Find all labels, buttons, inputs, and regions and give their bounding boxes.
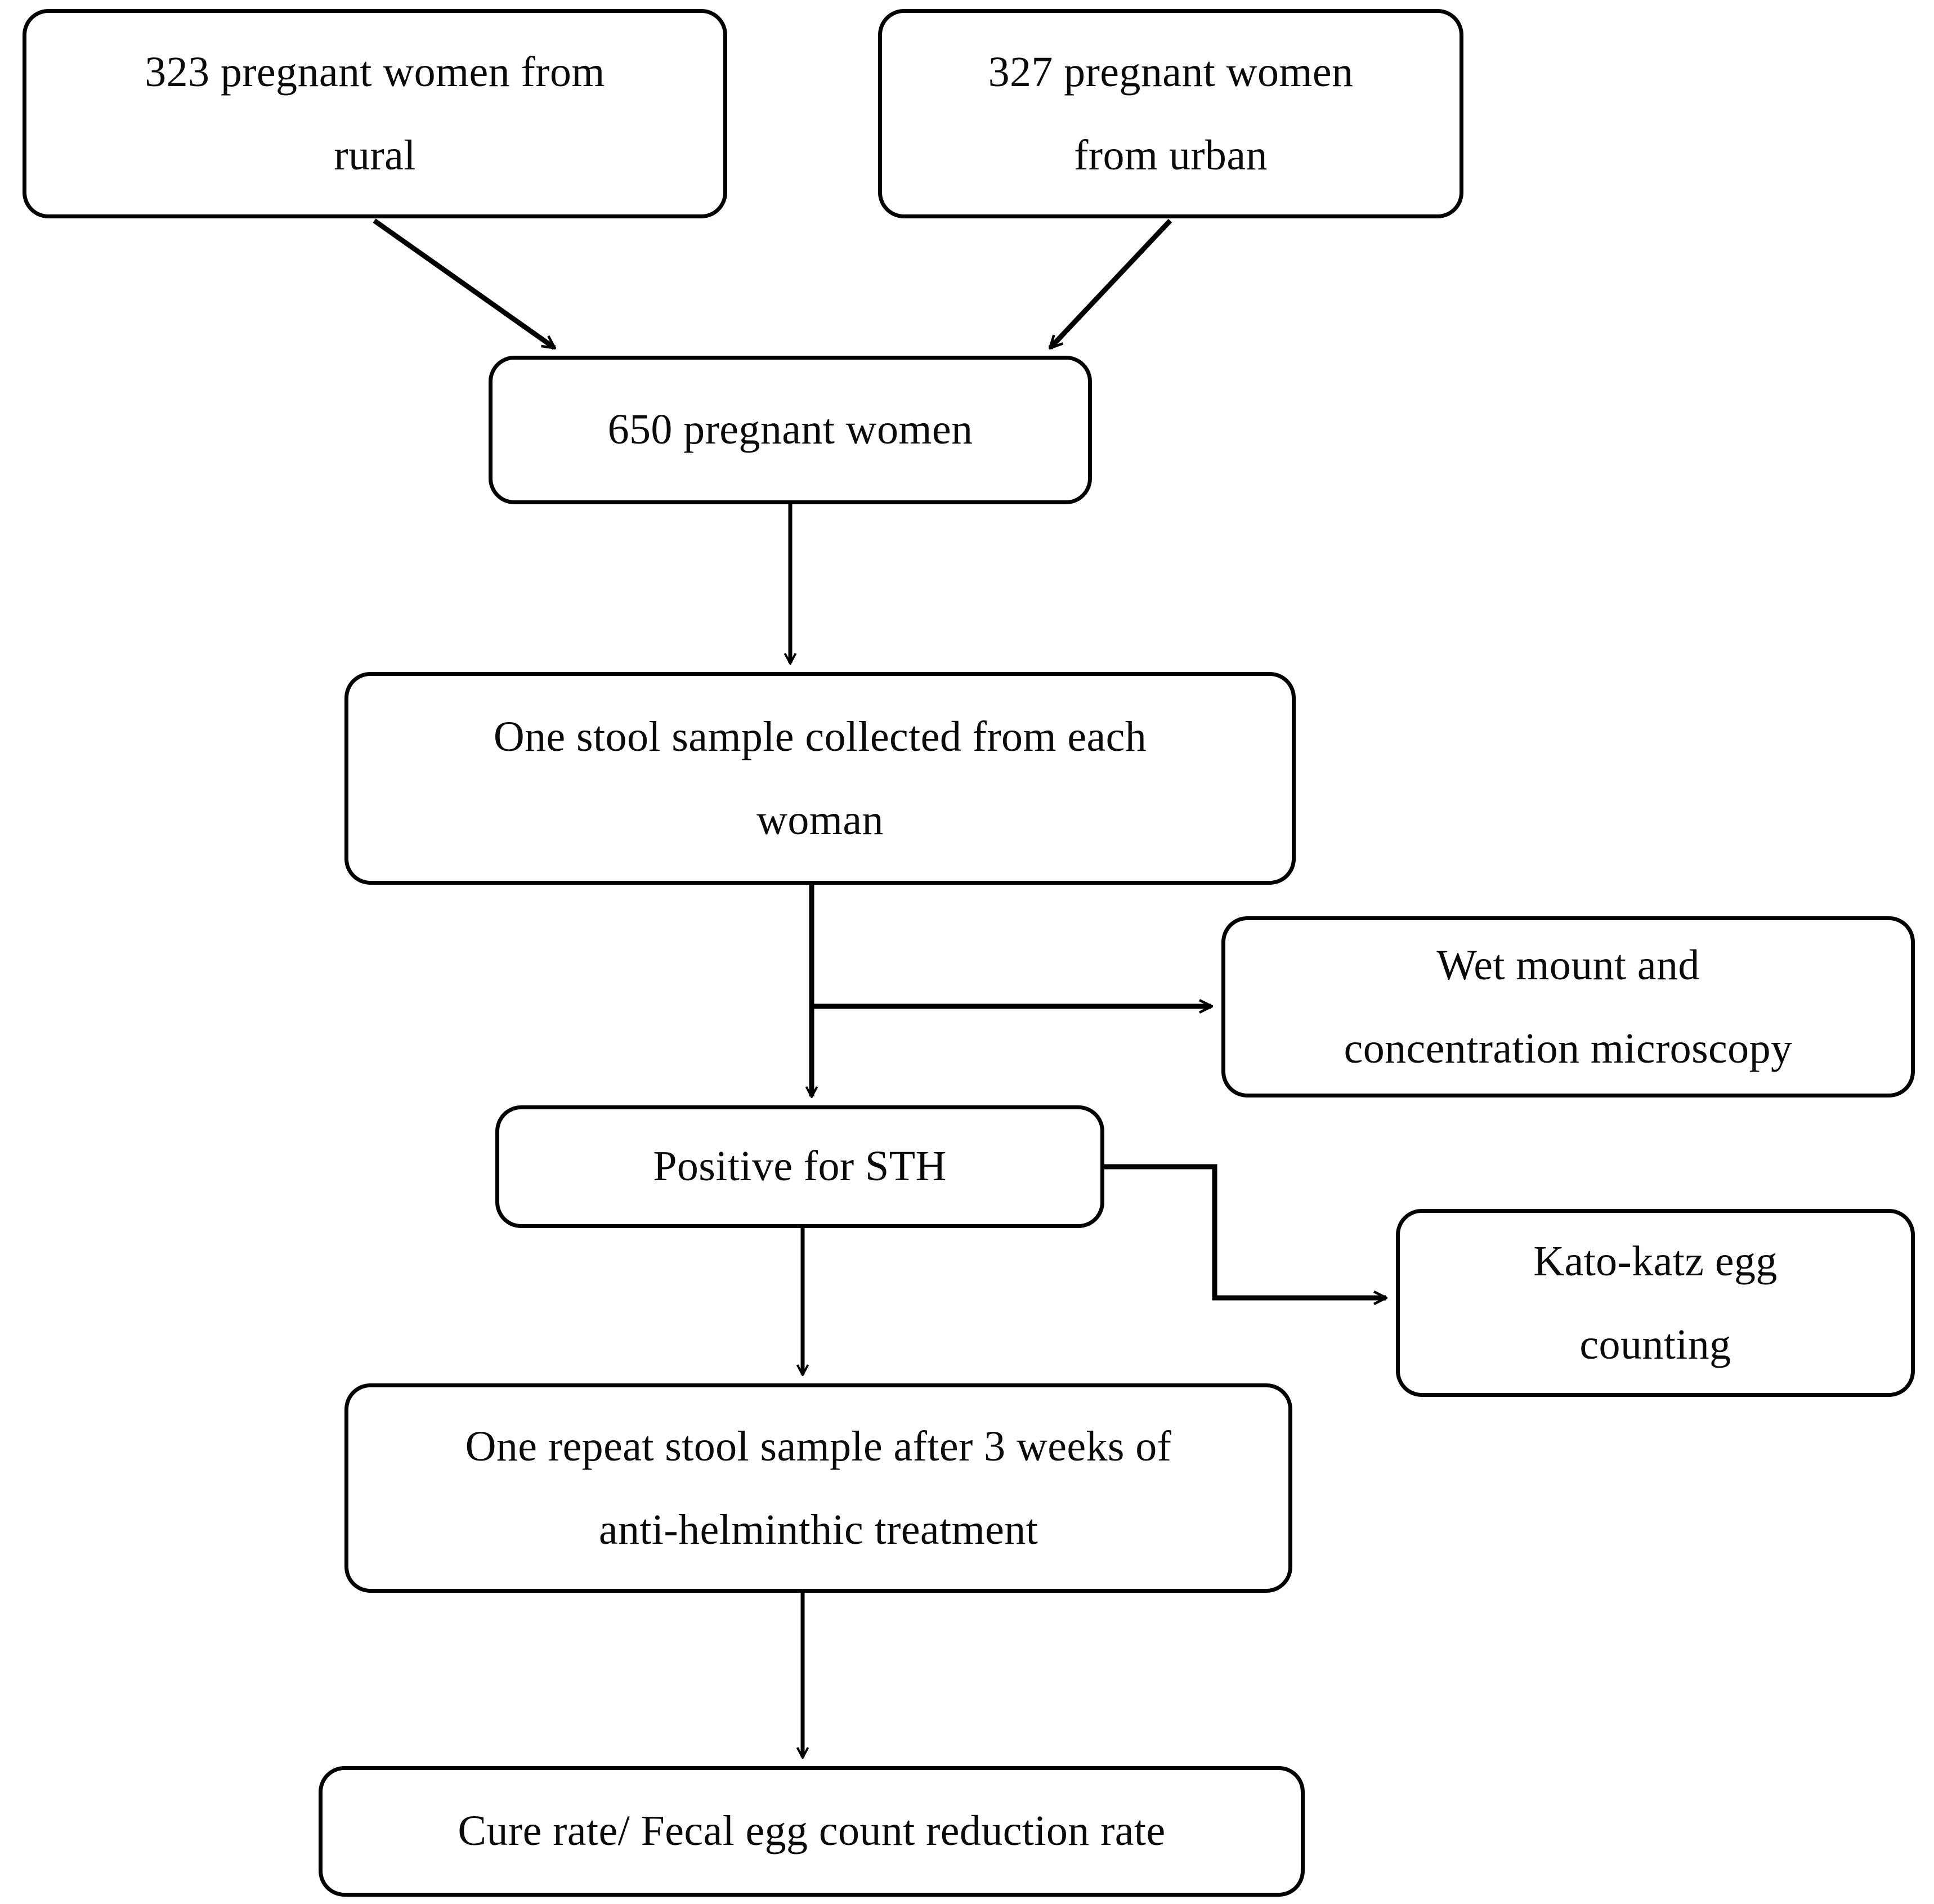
node-outcome-label: Cure rate/ Fecal egg count reduction rat… <box>458 1807 1166 1855</box>
edge-stool-to-wetmount <box>809 885 1211 1006</box>
node-repeat-label: One repeat stool sample after 3 weeks of… <box>465 1422 1172 1553</box>
node-urban-label: 327 pregnant women from urban <box>988 48 1354 179</box>
edge-urban-to-total <box>1050 218 1172 348</box>
node-urban-participants[interactable]: 327 pregnant women from urban <box>878 9 1463 218</box>
node-stool-label: One stool sample collected from each wom… <box>493 713 1147 844</box>
node-kato-katz-egg-counting[interactable]: Kato-katz egg counting <box>1396 1209 1915 1397</box>
node-wetmount-label: Wet mount and concentration microscopy <box>1344 941 1793 1072</box>
node-repeat-stool-sample[interactable]: One repeat stool sample after 3 weeks of… <box>344 1383 1292 1593</box>
edge-rural-to-total <box>373 218 554 350</box>
node-rural-label: 323 pregnant women from rural <box>145 48 605 179</box>
node-positive-label: Positive for STH <box>653 1143 947 1190</box>
edge-positive-to-katokatz <box>1104 1164 1386 1298</box>
node-katokatz-label: Kato-katz egg counting <box>1533 1237 1778 1368</box>
node-total-participants[interactable]: 650 pregnant women <box>489 356 1092 504</box>
node-stool-sample-collection[interactable]: One stool sample collected from each wom… <box>344 672 1296 885</box>
node-cure-rate-outcome[interactable]: Cure rate/ Fecal egg count reduction rat… <box>319 1766 1305 1897</box>
node-positive-for-sth[interactable]: Positive for STH <box>495 1105 1104 1228</box>
node-wet-mount-microscopy[interactable]: Wet mount and concentration microscopy <box>1221 916 1915 1097</box>
node-rural-participants[interactable]: 323 pregnant women from rural <box>23 9 727 218</box>
node-total-label: 650 pregnant women <box>607 406 973 454</box>
